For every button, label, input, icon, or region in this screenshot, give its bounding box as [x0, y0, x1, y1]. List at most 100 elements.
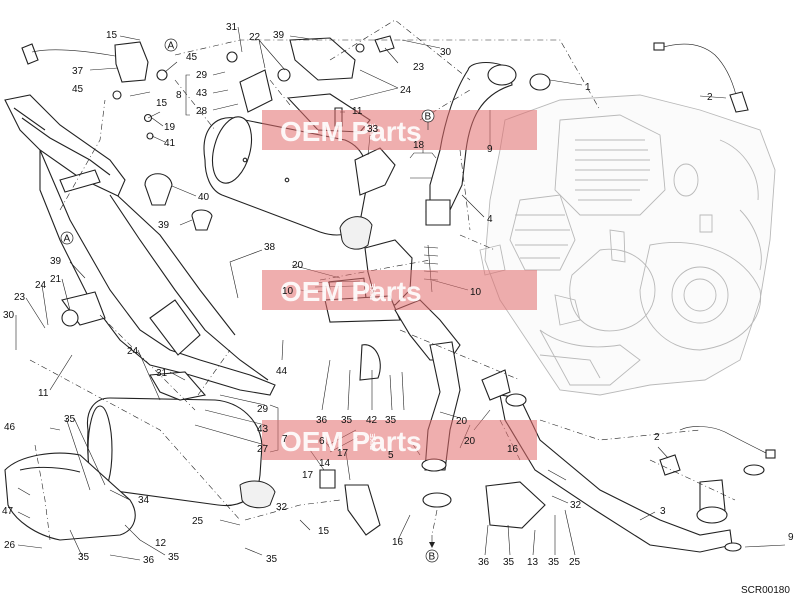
callout: 35: [78, 552, 90, 563]
watermark-tag: BIKE: [370, 283, 377, 300]
callout: 15: [106, 30, 118, 41]
clamps: [144, 173, 213, 231]
callout: 3: [660, 506, 666, 517]
callout: 41: [164, 138, 176, 149]
callout: 35: [341, 415, 353, 426]
oxygen-sensors: [653, 42, 776, 476]
callout-ref: B: [429, 552, 436, 563]
callout: 12: [155, 538, 167, 549]
callout: 25: [569, 557, 581, 568]
callout: 45: [72, 84, 84, 95]
callout: 16: [392, 537, 404, 548]
callout: 39: [158, 220, 170, 231]
callout: 17: [337, 448, 349, 459]
callout: 47: [2, 506, 14, 517]
callout: 16: [507, 444, 519, 455]
callout: 33: [367, 124, 379, 135]
callout: 26: [4, 540, 16, 551]
callout: 35: [385, 415, 397, 426]
callout: 11: [38, 388, 49, 399]
callout: 24: [35, 280, 47, 291]
watermark-brand: OEM Parts: [280, 276, 422, 307]
callout: 27: [257, 444, 269, 455]
callout: 15: [156, 98, 168, 109]
watermark-brand: OEM Parts: [280, 116, 422, 147]
callouts: 15 A 45 37 45 15 19 41 29 43 8 28 31 22 …: [2, 22, 794, 568]
callout: 38: [264, 242, 276, 253]
callout: 2: [654, 432, 660, 443]
reference-arrows: [427, 122, 435, 548]
callout: 9: [487, 144, 493, 155]
callout: 34: [138, 495, 150, 506]
callout: 13: [527, 557, 539, 568]
callout: 32: [276, 502, 288, 513]
callout: 9: [788, 532, 794, 543]
callout: 19: [164, 122, 176, 133]
callout: 29: [257, 404, 269, 415]
callout: 35: [266, 554, 278, 565]
callout: 24: [127, 346, 139, 357]
callout: 30: [3, 310, 15, 321]
sensor-bracket: [21, 41, 168, 140]
callout-ref: B: [425, 112, 432, 123]
callout: 35: [64, 414, 76, 425]
callout: 28: [196, 106, 208, 117]
callout: 23: [413, 62, 425, 73]
callout: 45: [186, 52, 198, 63]
callout: 24: [400, 85, 412, 96]
callout: 37: [72, 66, 84, 77]
callout: 10: [470, 287, 482, 298]
callout-ref: A: [64, 234, 71, 245]
callout: 29: [196, 70, 208, 81]
callout: 7: [282, 434, 288, 445]
callout: 10: [282, 286, 294, 297]
callout: 35: [168, 552, 180, 563]
callout: 4: [487, 214, 493, 225]
watermark-tag: BIKE: [370, 433, 377, 450]
callout: 8: [176, 90, 182, 101]
callout: 36: [143, 555, 155, 566]
watermark-brand: OEM Parts: [280, 426, 422, 457]
callout: 5: [388, 450, 394, 461]
callout: 35: [548, 557, 560, 568]
callout: 43: [196, 88, 208, 99]
callout: 36: [316, 415, 328, 426]
callout: 22: [249, 32, 261, 43]
callout: 20: [464, 436, 476, 447]
callout: 42: [366, 415, 378, 426]
callout: 15: [318, 526, 330, 537]
callout: 21: [50, 274, 62, 285]
callout: 2: [707, 92, 713, 103]
callout: 11: [352, 106, 363, 117]
callout: 20: [292, 260, 304, 271]
watermark: [262, 110, 537, 460]
callout: 43: [257, 424, 269, 435]
callout: 25: [192, 516, 204, 527]
callout: 31: [156, 368, 168, 379]
callout: 14: [319, 458, 331, 469]
callout: 18: [413, 140, 425, 151]
callout: 20: [456, 416, 468, 427]
engine-block: [479, 94, 776, 396]
watermark-tag: BIKE: [370, 123, 377, 140]
callout: 39: [50, 256, 62, 267]
diagram-code: SCR00180: [741, 585, 790, 596]
callout: 39: [273, 30, 285, 41]
watermark-text: OEM Parts BIKE OEM Parts BIKE OEM Parts …: [280, 116, 422, 457]
callout: 23: [14, 292, 26, 303]
callout: 44: [276, 366, 288, 377]
callout: 31: [226, 22, 238, 33]
callout-ref: A: [168, 41, 175, 52]
callout: 1: [585, 82, 591, 93]
callout: 36: [478, 557, 490, 568]
callout: 32: [570, 500, 582, 511]
lower-heat-shield: [4, 291, 207, 541]
callout: 30: [440, 47, 452, 58]
rear-subframe: [4, 94, 276, 396]
callout: 17: [302, 470, 314, 481]
callout: 6: [319, 436, 325, 447]
callout: 40: [198, 192, 210, 203]
callout: 46: [4, 422, 16, 433]
callout: 35: [503, 557, 515, 568]
